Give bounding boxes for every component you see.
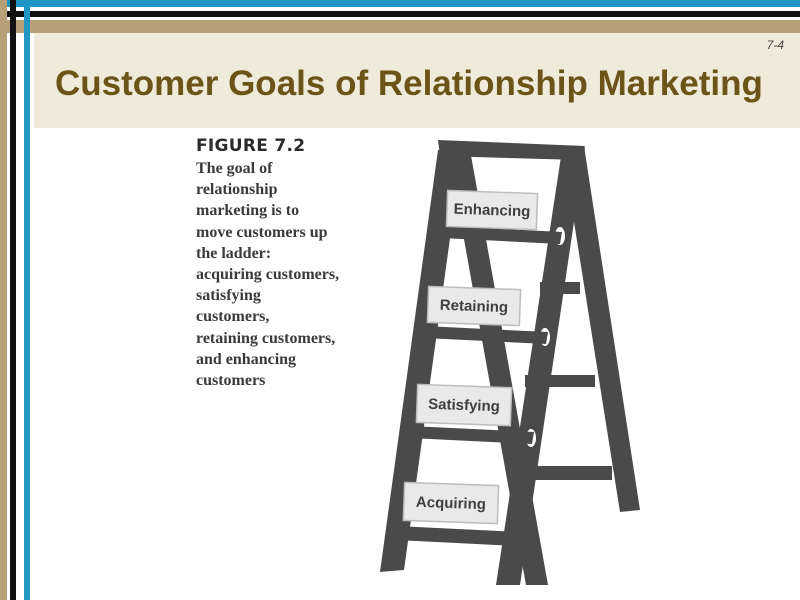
step-label-satisfying: Satisfying	[428, 396, 500, 415]
step-sign-retaining: Retaining	[426, 285, 522, 327]
top-black-stripe	[0, 11, 800, 17]
caption-line: acquiring customers,	[196, 266, 340, 284]
ladder-step	[396, 526, 518, 546]
slide-title: Customer Goals of Relationship Marketing	[55, 64, 763, 103]
ladder-front-leg-left	[380, 150, 462, 572]
caption-line: customers	[196, 372, 266, 390]
ladder-top-platform	[438, 140, 585, 160]
caption-line: move customers up	[196, 223, 328, 241]
step-sign-enhancing: Enhancing	[445, 189, 539, 231]
ladder-rear-leg-right	[562, 146, 640, 512]
left-black-stripe	[10, 0, 16, 600]
caption-line: customers,	[196, 308, 270, 326]
figure-caption: FIGURE 7.2 The goal of relationship mark…	[196, 136, 386, 391]
caption-line: and enhancing	[196, 350, 297, 368]
figure-label: FIGURE 7.2	[196, 136, 306, 156]
ladder-step	[424, 326, 548, 344]
step-label-acquiring: Acquiring	[416, 494, 487, 513]
page-number: 7-4	[766, 38, 784, 52]
left-blue-stripe	[24, 0, 30, 600]
caption-line: retaining customers,	[196, 329, 336, 347]
top-tan-stripe	[0, 20, 800, 33]
caption-line: marketing is to	[196, 202, 300, 220]
ladder-front-leg-right	[496, 148, 585, 585]
title-band	[34, 33, 800, 128]
ladder-step	[410, 426, 534, 444]
top-blue-stripe	[0, 0, 800, 7]
figure-caption-text: The goal of relationship marketing is to…	[196, 158, 386, 391]
step-label-enhancing: Enhancing	[453, 201, 530, 221]
caption-line: relationship	[196, 181, 278, 199]
left-tan-stripe	[0, 0, 7, 600]
step-sign-satisfying: Satisfying	[415, 383, 513, 427]
caption-line: the ladder:	[196, 244, 272, 262]
ladder-step	[442, 226, 562, 244]
caption-line: satisfying	[196, 287, 261, 305]
step-label-retaining: Retaining	[440, 297, 509, 316]
step-sign-acquiring: Acquiring	[402, 481, 500, 525]
caption-line: The goal of	[196, 160, 273, 177]
